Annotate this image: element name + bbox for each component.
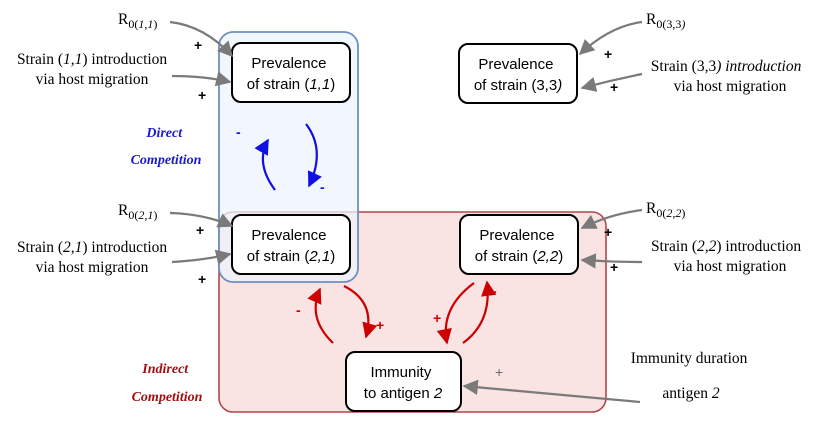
intro-2-1-arrow bbox=[171, 249, 232, 265]
prevalence-strain-1-1-box bbox=[231, 42, 351, 103]
prevalence-strain-2-1-box bbox=[231, 214, 351, 275]
r0-3-3-arrow bbox=[578, 20, 643, 56]
prevalence-strain-1-1-label: Prevalence of strain (1,1) bbox=[247, 55, 335, 93]
minus-sign-red-left: - bbox=[296, 302, 301, 318]
plus-sign-r0-3-3: + bbox=[604, 46, 612, 62]
r0-2-2-arrow bbox=[580, 208, 643, 229]
plus-sign-intro-1-1: + bbox=[198, 87, 206, 103]
intro-3-3-arrow bbox=[580, 72, 643, 92]
intro-2-2-arrow bbox=[580, 253, 643, 269]
prevalence-strain-3-3-box bbox=[458, 43, 578, 104]
immunity-duration-label: Immunity duration antigen 2 bbox=[631, 350, 752, 402]
plus-sign-r0-1-1: + bbox=[194, 37, 202, 53]
plus-sign-intro-2-2: + bbox=[610, 259, 618, 275]
plus-sign-r0-2-2: + bbox=[604, 224, 612, 240]
red-left-up-arrow bbox=[307, 287, 334, 344]
direct-competition-arrows bbox=[254, 123, 322, 191]
prevalence-strain-2-2-label: Prevalence of strain (2,2) bbox=[475, 227, 563, 265]
plus-sign-r0-2-1: + bbox=[196, 222, 204, 238]
r0-strain-2-1-label: R0(2,1) bbox=[118, 202, 157, 222]
direct-competition-title: Direct Competition bbox=[131, 126, 202, 168]
r0-strain-1-1-label: R0(1,1) bbox=[118, 11, 157, 31]
minus-sign-blue-right: - bbox=[320, 179, 325, 195]
r0-1-1-arrow bbox=[169, 20, 234, 58]
strain-2-2-introduction-label: Strain (2,2) introduction via host migra… bbox=[651, 238, 805, 275]
plus-sign-immunity-duration: + bbox=[495, 364, 503, 380]
prevalence-strain-3-3-label: Prevalence of strain (3,3) bbox=[474, 56, 562, 94]
immunity-duration-arrow bbox=[462, 379, 641, 404]
intro-1-1-arrow bbox=[171, 71, 232, 87]
strain-1-1-introduction-label: Strain (1,1) introduction via host migra… bbox=[17, 51, 171, 88]
red-right-down-arrow bbox=[436, 282, 475, 345]
prevalence-strain-2-2-box bbox=[459, 214, 579, 275]
plus-sign-intro-2-1: + bbox=[198, 271, 206, 287]
r0-strain-2-2-label: R0(2,2) bbox=[646, 200, 685, 220]
indirect-competition-arrows bbox=[307, 280, 497, 345]
indirect-competition-title: Indirect Competition bbox=[132, 362, 203, 405]
strain-3-3-introduction-label: Strain (3,3) introduction via host migra… bbox=[651, 58, 805, 95]
blue-up-arrow bbox=[254, 138, 276, 191]
immunity-antigen-2-box bbox=[345, 351, 462, 412]
plus-sign-red-left: + bbox=[376, 317, 384, 333]
input-arrows bbox=[169, 20, 643, 404]
plus-sign-red-right: + bbox=[433, 310, 441, 326]
red-left-down-arrow bbox=[343, 285, 378, 339]
r0-strain-3-3-label: R0(3,3) bbox=[646, 11, 685, 31]
minus-sign-blue-left: - bbox=[236, 124, 241, 140]
immunity-antigen-2-label: Immunity to antigen 2 bbox=[364, 364, 443, 402]
plus-sign-intro-3-3: + bbox=[610, 79, 618, 95]
red-right-up-arrow bbox=[462, 280, 497, 344]
prevalence-strain-2-1-label: Prevalence of strain (2,1) bbox=[247, 227, 335, 265]
r0-2-1-arrow bbox=[169, 211, 234, 228]
blue-down-arrow bbox=[305, 123, 322, 188]
strain-2-1-introduction-label: Strain (2,1) introduction via host migra… bbox=[17, 239, 171, 276]
minus-sign-red-right: - bbox=[492, 283, 497, 299]
